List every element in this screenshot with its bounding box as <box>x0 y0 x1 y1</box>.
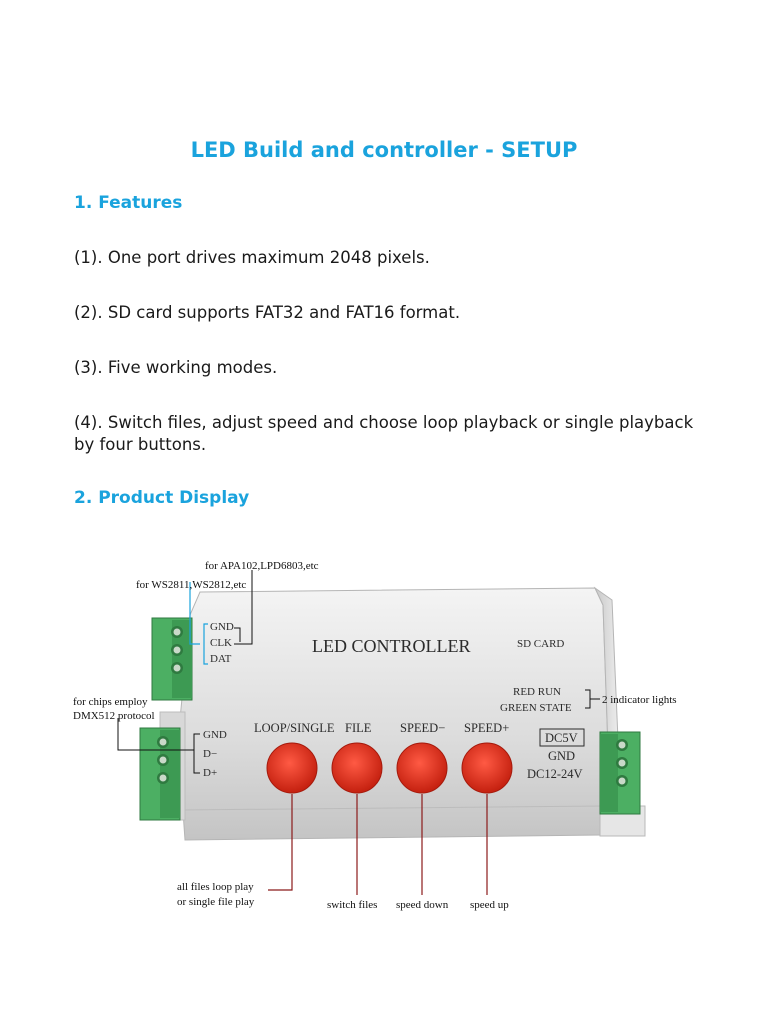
pin-bracket-blue <box>203 623 208 665</box>
pin-label-clk: CLK <box>210 637 232 649</box>
pin-label-dat: DAT <box>210 653 232 665</box>
terminal-block-top <box>151 617 193 701</box>
power-gnd: GND <box>548 749 575 763</box>
sd-card-label: SD CARD <box>517 638 564 650</box>
button-label-file: FILE <box>345 721 372 735</box>
page-title: LED Build and controller - SETUP <box>190 138 578 162</box>
feature-item: (2). SD card supports FAT32 and FAT16 fo… <box>74 303 461 322</box>
power-dc5v: DC5V <box>545 731 578 745</box>
panel-title: LED CONTROLLER <box>312 636 470 656</box>
callout-line-apa <box>234 570 253 645</box>
callout-line-dmx <box>117 718 194 751</box>
section-heading-features: 1. Features <box>74 193 183 213</box>
annotation-ws: for WS2811,WS2812,etc <box>136 579 246 591</box>
terminal-block-right <box>599 731 641 815</box>
file-button <box>331 742 383 794</box>
feature-item: (3). Five working modes. <box>74 358 278 377</box>
pin-bracket-black <box>234 627 241 642</box>
callout-speed-down: speed down <box>396 899 449 911</box>
case-edge-line <box>181 805 604 811</box>
callout-loop-line2: or single file play <box>177 896 255 908</box>
feature-item: (4). Switch files, adjust speed and choo… <box>74 413 694 454</box>
controller-case-top <box>177 587 609 841</box>
button-label-speed-down: SPEED− <box>400 721 445 735</box>
annotation-apa: for APA102,LPD6803,etc <box>205 560 319 572</box>
indicator-green-state: GREEN STATE <box>500 702 572 714</box>
callout-switch-files: switch files <box>327 899 377 911</box>
pin-bracket-mid <box>193 733 200 774</box>
feature-item: (1). One port drives maximum 2048 pixels… <box>74 248 430 267</box>
pin-label-gnd-top: GND <box>210 621 234 633</box>
power-range: DC12-24V <box>527 767 583 781</box>
indicator-red-run: RED RUN <box>513 686 561 698</box>
pin-label-gnd-mid: GND <box>203 729 227 741</box>
dc5v-box <box>539 728 585 747</box>
callout-line-loop <box>268 794 293 891</box>
speed-down-button <box>396 742 448 794</box>
annotation-indicator: 2 indicator lights <box>602 694 677 706</box>
terminal-block-middle <box>139 727 181 821</box>
loop-single-button <box>266 742 318 794</box>
button-label-speed-up: SPEED+ <box>464 721 509 735</box>
speed-up-button <box>461 742 513 794</box>
annotation-dmx-line2: DMX512 protocol <box>73 710 155 722</box>
callout-speed-up: speed up <box>470 899 509 911</box>
button-label-loop-single: LOOP/SINGLE <box>254 721 335 735</box>
callout-loop-line1: all files loop play <box>177 881 254 893</box>
section-heading-product-display: 2. Product Display <box>74 488 250 508</box>
annotation-dmx-line1: for chips employ <box>73 696 148 708</box>
led-controller-figure: LED CONTROLLER SD CARD GND CLK DAT GND D… <box>73 560 677 911</box>
pin-label-d-minus: D− <box>203 748 217 760</box>
pin-label-d-plus: D+ <box>203 767 217 779</box>
callout-line-ws <box>189 582 200 645</box>
